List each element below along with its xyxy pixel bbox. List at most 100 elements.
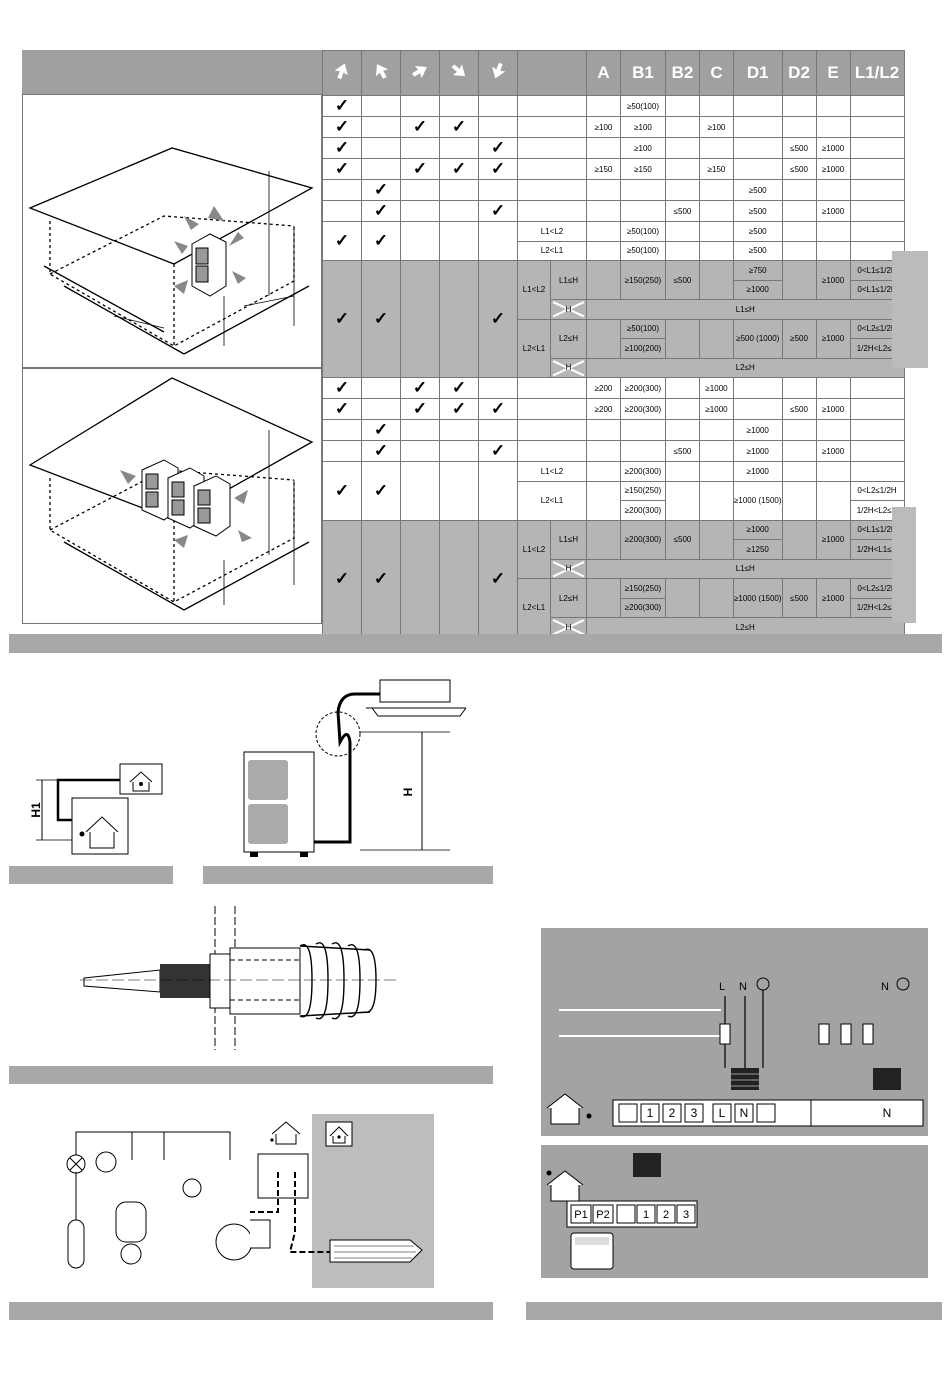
check-mark: ✓ xyxy=(478,158,518,180)
check-mark: ✓ xyxy=(361,200,401,222)
table-cell: ≤500 xyxy=(665,260,700,300)
table-cell xyxy=(620,419,666,441)
table-cell xyxy=(586,461,621,482)
table-cell: ≥200 xyxy=(586,377,621,399)
table-cell: ≤500 xyxy=(665,519,700,560)
table-cell xyxy=(361,398,401,420)
side-extension-2 xyxy=(892,507,916,623)
table-row: ✓✓✓✓≥150≥150≥150≤500≥1000 xyxy=(322,158,905,180)
table-cell: 1/2H<L1≤H xyxy=(849,539,905,560)
table-cell xyxy=(699,519,734,560)
not-allowed-cell: H xyxy=(550,299,587,320)
table-cell xyxy=(665,95,700,117)
table-cell xyxy=(439,95,479,117)
table-cell xyxy=(586,440,621,462)
room-illustration-single xyxy=(28,147,314,355)
table-cell xyxy=(665,137,700,159)
table-cell xyxy=(439,440,479,462)
table-cell: ≥100 xyxy=(620,137,666,159)
table-cell: ≥500 (1000) xyxy=(733,318,783,359)
table-cell xyxy=(620,440,666,462)
not-allowed-cell: H xyxy=(550,558,587,579)
table-cell xyxy=(815,461,851,482)
room-illustration-multiple xyxy=(28,377,314,611)
table-cell: L1≤H xyxy=(586,299,905,320)
not-allowed-cell: H xyxy=(550,617,587,638)
check-mark: ✓ xyxy=(361,179,401,201)
check-mark: ✓ xyxy=(439,398,479,420)
table-cell: ≤500 xyxy=(781,398,817,420)
table-cell: ≥100 xyxy=(620,116,666,138)
table-row: ✓✓≤500≥500≥1000 xyxy=(322,200,905,222)
table-cell xyxy=(699,419,734,441)
check-mark: ✓ xyxy=(400,398,440,420)
table-cell xyxy=(517,419,587,441)
table-cell xyxy=(849,179,905,201)
table-cell xyxy=(815,221,851,242)
table-cell: 0<L2≤1/2H xyxy=(849,480,905,501)
table-cell: ≥150(250) xyxy=(620,480,666,501)
table-cell xyxy=(439,200,479,222)
table-cell xyxy=(665,480,700,521)
table-cell xyxy=(733,95,783,117)
caption-bar-h1 xyxy=(9,866,173,884)
table-cell xyxy=(322,200,362,222)
table-row: ✓≥1000 xyxy=(322,419,905,441)
table-cell: L2<L1 xyxy=(517,578,551,638)
table-cell: L1<L2 xyxy=(517,260,551,320)
table-cell xyxy=(781,221,817,242)
table-cell xyxy=(665,179,700,201)
table-cell xyxy=(849,398,905,420)
table-cell xyxy=(815,95,851,117)
h-label: H xyxy=(401,788,415,797)
table-cell: L2≤H xyxy=(550,578,587,618)
table-cell: L2<L1 xyxy=(517,318,551,378)
table-cell xyxy=(517,377,587,399)
table-row: ✓✓L1<L2≥200(300)≥1000 xyxy=(322,461,905,521)
check-mark: ✓ xyxy=(322,116,362,138)
table-row: ✓✓✓≥100≥100≥100 xyxy=(322,116,905,138)
illustration-frame-1 xyxy=(22,94,322,368)
table-cell: ≥1000 xyxy=(815,398,851,420)
caption-bar-h xyxy=(203,866,493,884)
table-cell xyxy=(781,200,817,222)
table-cell xyxy=(781,116,817,138)
table-cell: ≥500 xyxy=(733,179,783,201)
table-cell xyxy=(361,137,401,159)
table-cell xyxy=(478,377,518,399)
check-mark: ✓ xyxy=(322,221,362,261)
table-cell xyxy=(400,95,440,117)
check-mark: ✓ xyxy=(322,519,362,638)
table-cell xyxy=(400,179,440,201)
pipe-insulation-diagram xyxy=(80,906,400,1050)
table-cell xyxy=(586,240,621,261)
table-cell: ≥100(200) xyxy=(620,338,666,359)
line-L-label: L xyxy=(719,981,725,993)
column-header: C xyxy=(699,50,734,96)
svg-text:3: 3 xyxy=(691,1106,698,1120)
check-mark: ✓ xyxy=(322,260,362,378)
table-cell: ≥100 xyxy=(586,116,621,138)
table-cell xyxy=(699,200,734,222)
table-cell xyxy=(400,260,440,378)
table-cell: L1<L2 xyxy=(517,461,587,482)
check-mark: ✓ xyxy=(478,398,518,420)
svg-text:N: N xyxy=(740,1106,749,1120)
column-header: D1 xyxy=(733,50,783,96)
table-cell: ≥1000 xyxy=(815,440,851,462)
table-cell xyxy=(517,440,587,462)
svg-text:1: 1 xyxy=(643,1209,649,1221)
column-header: B2 xyxy=(665,50,700,96)
check-mark: ✓ xyxy=(439,158,479,180)
table-cell: ≥1000 xyxy=(815,578,851,618)
table-cell xyxy=(733,137,783,159)
table-cell: ≥200(300) xyxy=(620,398,666,420)
table-cell xyxy=(361,377,401,399)
table-cell: L1≤H xyxy=(586,558,905,579)
table-cell xyxy=(781,240,817,261)
table-cell xyxy=(361,95,401,117)
table-cell: L1<L2 xyxy=(517,221,587,242)
table-cell xyxy=(781,179,817,201)
